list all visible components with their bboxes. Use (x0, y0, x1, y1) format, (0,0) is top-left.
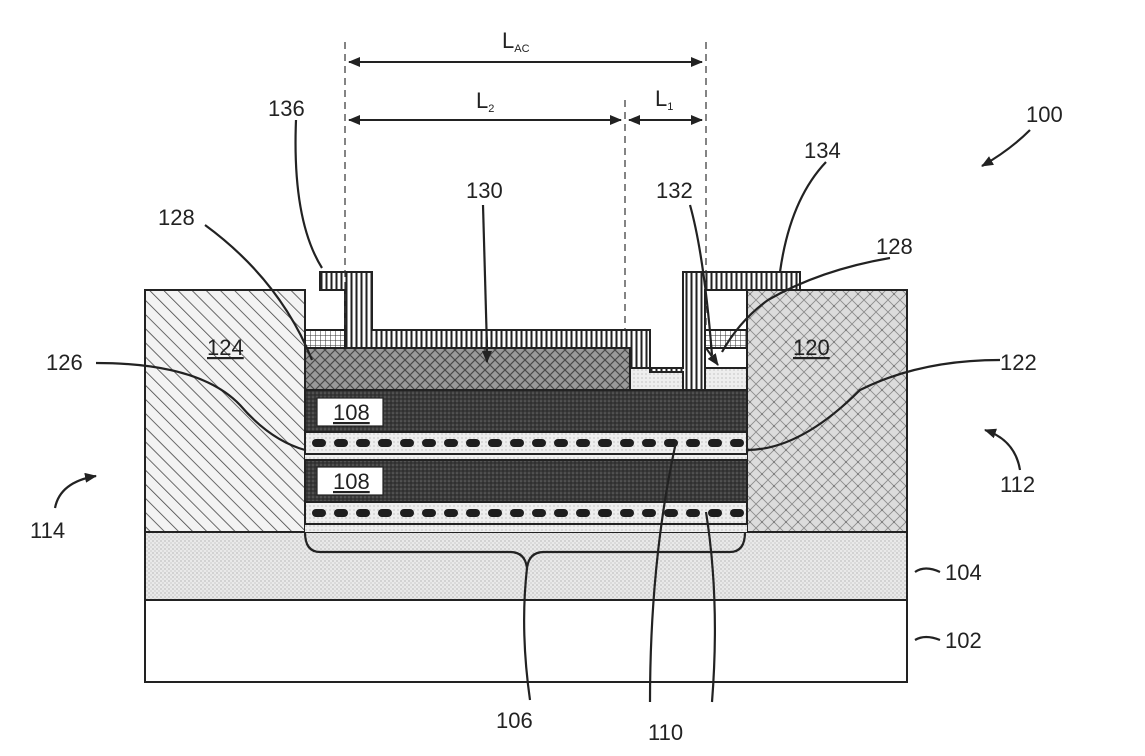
gas-dash (686, 509, 700, 517)
gas-dash (554, 439, 568, 447)
gas-dash (642, 439, 656, 447)
gas-dash (532, 509, 546, 517)
ref-label-114: 114 (30, 518, 65, 543)
gas-dash (576, 509, 590, 517)
source-contact-label: 124 (207, 335, 244, 360)
gas-dash (708, 509, 722, 517)
gas-dash (620, 439, 634, 447)
gas-dash (444, 509, 458, 517)
ref-label-128-right: 128 (876, 234, 913, 259)
ref-label-104: 104 (945, 560, 982, 585)
gas-dash (686, 439, 700, 447)
gas-dash (400, 509, 414, 517)
gas-dash (664, 509, 678, 517)
gas-dash (356, 509, 370, 517)
gas-dash (356, 439, 370, 447)
gas-dash (400, 439, 414, 447)
gas-dash (444, 439, 458, 447)
gas-dash (488, 509, 502, 517)
gas-dash (708, 439, 722, 447)
gate-electrode (305, 348, 630, 390)
ref-label-110: 110 (648, 720, 683, 745)
gas-layer-lower (305, 502, 747, 524)
source-contact-region (145, 290, 305, 532)
dimension-guides (345, 42, 706, 330)
ref-arrow-114 (55, 476, 96, 508)
gas-dash (620, 509, 634, 517)
drain-contact-region (747, 290, 907, 532)
dim-label-l1: L1 (655, 86, 673, 113)
ref-label-112: 112 (1000, 472, 1035, 497)
gas-dash (334, 509, 348, 517)
gas-dash (422, 509, 436, 517)
ref-label-130: 130 (466, 178, 503, 203)
gas-dash (576, 439, 590, 447)
gas-dash (312, 509, 326, 517)
ref-arrow-100 (982, 130, 1030, 166)
gas-dash (598, 509, 612, 517)
gas-dash (312, 439, 326, 447)
channel-label-upper: 108 (333, 400, 370, 425)
dim-label-lac: LAC (502, 28, 530, 55)
ref-label-132: 132 (656, 178, 693, 203)
gas-dash (730, 439, 744, 447)
gas-dash (730, 509, 744, 517)
ref-label-134: 134 (804, 138, 841, 163)
channel-label-lower: 108 (333, 469, 370, 494)
ref-label-122: 122 (1000, 350, 1037, 375)
gas-dash (466, 509, 480, 517)
ref-label-100: 100 (1026, 102, 1063, 127)
gas-dash (510, 509, 524, 517)
gas-dash (598, 439, 612, 447)
drain-contact-label: 120 (793, 335, 830, 360)
ref-label-136: 136 (268, 96, 305, 121)
gas-dash (466, 439, 480, 447)
gas-dash (378, 439, 392, 447)
gas-dash (532, 439, 546, 447)
dim-label-l2: L2 (476, 88, 494, 115)
ref-arrow-112 (985, 430, 1020, 470)
gas-dash (378, 509, 392, 517)
ref-label-128-left: 128 (158, 205, 195, 230)
spacer-left-cap (305, 330, 345, 348)
gas-dash (488, 439, 502, 447)
gas-dash (510, 439, 524, 447)
ref-label-102: 102 (945, 628, 982, 653)
ref-label-126: 126 (46, 350, 83, 375)
gas-dash (642, 509, 656, 517)
gas-dash (554, 509, 568, 517)
gas-dash (422, 439, 436, 447)
ref-label-106: 106 (496, 708, 533, 733)
gas-dash (334, 439, 348, 447)
gas-layer-upper (305, 432, 747, 454)
